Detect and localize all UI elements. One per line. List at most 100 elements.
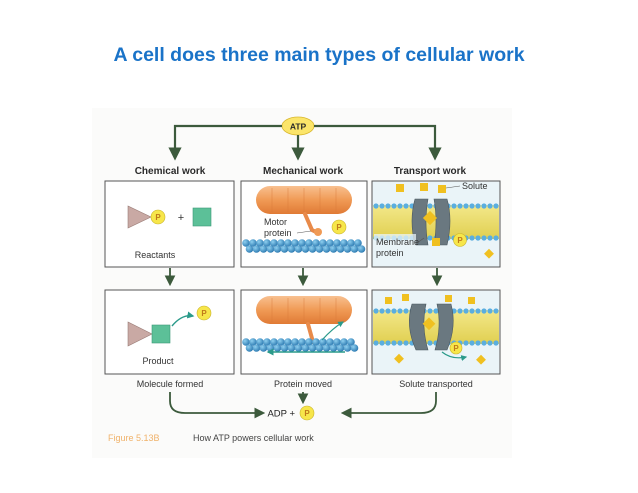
lipid-head [373, 308, 379, 314]
lipid-head [463, 340, 469, 346]
mechanical-bottom-panel [240, 289, 368, 375]
phosphate-label: P [304, 409, 310, 418]
lipid-head [385, 203, 391, 209]
solute-icon [445, 295, 452, 302]
actin-bead [287, 245, 296, 253]
phosphate-label: P [453, 344, 459, 353]
channel-protein [434, 303, 454, 351]
solute-icon [468, 297, 475, 304]
reactant-cone-icon [127, 205, 152, 229]
mechanical-work-heading: Mechanical work [263, 166, 343, 177]
lipid-head [403, 308, 409, 314]
actin-bead [298, 239, 306, 247]
actin-bead [322, 344, 331, 352]
product-label: Product [142, 356, 174, 366]
lipid-head [475, 235, 481, 241]
actin-bead [301, 245, 310, 253]
lipid-head [475, 203, 481, 209]
channel-protein [433, 198, 451, 246]
lipid-head [427, 308, 433, 314]
actin-bead [308, 344, 317, 352]
actin-bead [287, 344, 296, 352]
lipid-head [379, 308, 385, 314]
actin-bead [333, 338, 341, 346]
solute-icon [394, 353, 404, 364]
actin-bead [312, 239, 320, 247]
step-arrows [164, 268, 443, 287]
lipid-head [373, 340, 379, 346]
lipid-head [397, 340, 403, 346]
lipid-head [481, 340, 487, 346]
actin-bead [259, 245, 268, 253]
actin-bead [343, 344, 352, 352]
lipid-head [427, 340, 433, 346]
actin-bead [305, 239, 313, 247]
actin-bead [263, 338, 271, 346]
lipid-head [427, 203, 433, 209]
solute-icon [402, 294, 409, 301]
solute-icon [432, 238, 440, 246]
lipid-head [481, 235, 487, 241]
actin-bead [266, 245, 275, 253]
transport-top-panel: Solute P Membrane protein [371, 180, 501, 268]
lipid-head [475, 340, 481, 346]
actin-bead [284, 239, 292, 247]
adp-label: ADP + [267, 409, 295, 420]
actin-bead [350, 344, 359, 352]
actin-bead [305, 338, 313, 346]
adp-converging-arrows [169, 392, 437, 419]
actin-bead [263, 239, 271, 247]
actin-bead [273, 344, 282, 352]
actin-bead [343, 245, 352, 253]
figure-background [92, 108, 512, 458]
atp-label: ATP [290, 122, 307, 132]
slide-title: A cell does three main types of cellular… [113, 44, 525, 66]
phosphate-icon [331, 219, 347, 235]
phosphate-icon [196, 305, 212, 321]
phosphate-label: P [457, 236, 463, 245]
actin-bead [319, 338, 327, 346]
solute-icon [484, 248, 494, 259]
actin-bead [312, 338, 320, 346]
solute-icon [476, 354, 486, 365]
phosphate-label: P [336, 223, 342, 232]
actin-bead [280, 344, 289, 352]
lipid-head [457, 203, 463, 209]
actin-bead [333, 239, 341, 247]
actin-bead [326, 338, 334, 346]
actin-bead [245, 245, 254, 253]
lipid-head [433, 308, 439, 314]
solute-icon [385, 297, 392, 304]
actin-filament [242, 239, 366, 253]
lipid-head [487, 235, 493, 241]
mechanical-top-panel: P Motor protein [240, 180, 368, 268]
lipid-head [469, 203, 475, 209]
actin-bead [315, 344, 324, 352]
lipid-head [493, 340, 499, 346]
actin-bead [291, 338, 299, 346]
phosphate-icon [299, 405, 315, 421]
actin-bead [252, 344, 261, 352]
phosphate-label: P [201, 309, 207, 318]
molecule-formed-label: Molecule formed [137, 379, 204, 389]
actin-bead [329, 245, 338, 253]
protein-moved-label: Protein moved [274, 379, 332, 389]
solute-transported-label: Solute transported [399, 379, 473, 389]
actin-bead [315, 245, 324, 253]
reactants-label: Reactants [135, 250, 176, 260]
lipid-head [493, 308, 499, 314]
actin-bead [308, 245, 317, 253]
lipid-head [391, 308, 397, 314]
actin-bead [277, 338, 285, 346]
actin-bead [242, 239, 250, 247]
lipid-head [391, 203, 397, 209]
lipid-head [373, 203, 379, 209]
actin-bead [291, 239, 299, 247]
actin-bead [329, 344, 338, 352]
motor-label-line1: Motor [264, 217, 287, 227]
lipid-head [487, 308, 493, 314]
actin-bead [270, 338, 278, 346]
solute-label: Solute [462, 181, 488, 191]
chemical-top-panel: P + Reactants [104, 180, 235, 268]
